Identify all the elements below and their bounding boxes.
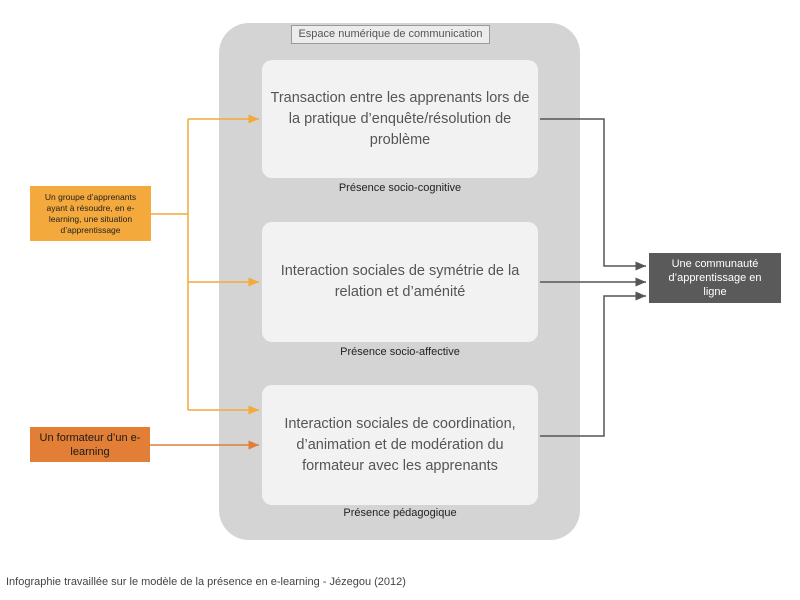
community-text: Une communauté d’apprentissage en ligne [668, 258, 762, 298]
socio-affective-box: Interaction sociales de symétrie de la r… [262, 222, 538, 342]
output-arrow-1 [540, 118, 646, 271]
trainer-box: Un formateur d’un e-learning [30, 427, 150, 462]
socio-cognitive-text: Transaction entre les apprenants lors de… [270, 89, 530, 148]
community-box: Une communauté d’apprentissage en ligne [649, 253, 781, 303]
figure-caption: Infographie travaillée sur le modèle de … [6, 576, 406, 588]
presence-socio-affective-label: Présence socio-affective [340, 346, 460, 358]
presence-pedagogique-label: Présence pédagogique [343, 507, 457, 519]
pedagogical-text: Interaction sociales de coordination, d’… [284, 415, 516, 474]
socio-cognitive-box: Transaction entre les apprenants lors de… [262, 60, 538, 178]
learners-group-box: Un groupe d’apprenants ayant à résoudre,… [30, 186, 151, 241]
presence-socio-cognitive-label: Présence socio-cognitive [338, 182, 462, 194]
communication-space-label: Espace numérique de communication [291, 25, 490, 44]
pedagogical-box: Interaction sociales de coordination, d’… [262, 385, 538, 505]
trainer-text: Un formateur d’un e-learning [39, 431, 141, 458]
output-arrow-3 [540, 291, 646, 437]
learners-group-text: Un groupe d’apprenants ayant à résoudre,… [44, 191, 137, 235]
socio-affective-text: Interaction sociales de symétrie de la r… [280, 263, 520, 300]
